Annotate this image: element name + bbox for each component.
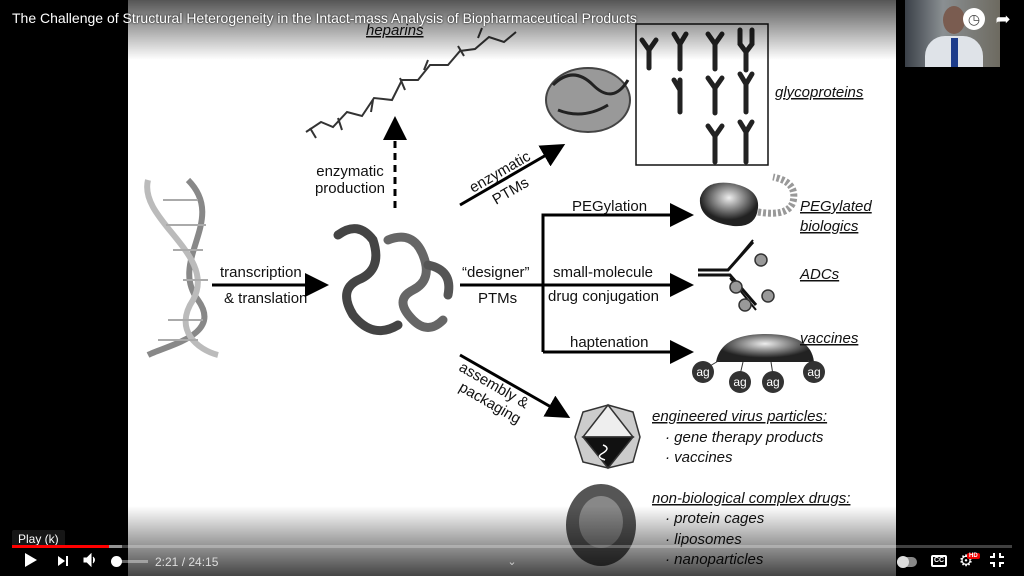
autoplay-toggle[interactable] [897, 556, 917, 568]
heparin-molecule-image [305, 27, 517, 139]
pegylated-protein-image [699, 173, 798, 227]
nanoparticles-item: · nanoparticles [665, 551, 764, 568]
designer-label: “designer” [462, 264, 530, 281]
antigen-label: ag [733, 375, 746, 389]
next-icon [58, 556, 68, 566]
antigen-label: ag [696, 365, 709, 379]
volume-slider-handle[interactable] [111, 556, 122, 567]
nanoparticle-image [566, 484, 636, 566]
adcs-label: ADCs [799, 266, 840, 283]
webcam-overlay [905, 0, 1000, 67]
presentation-slide: heparins enzymatic production glycoprote… [128, 0, 896, 576]
glycoproteins-label: glycoproteins [775, 84, 864, 101]
virus-particle-image [574, 403, 641, 470]
dna-helix-image [144, 177, 219, 358]
captions-button[interactable]: CC [931, 555, 947, 567]
complex-drugs-title: non-biological complex drugs: [652, 490, 850, 507]
enzymatic-production-label: enzymatic [316, 163, 384, 180]
played-bar [12, 545, 109, 548]
watch-later-clock-icon[interactable]: ◷ [963, 8, 985, 30]
assembly-arrow [459, 353, 571, 418]
virus-particles-title: engineered virus particles: [652, 408, 827, 425]
small-molecule-label: small-molecule [553, 264, 653, 281]
play-button[interactable] [22, 552, 40, 572]
time-display: 2:21 / 24:15 [155, 555, 219, 569]
vaccines-label: vaccines [800, 330, 859, 347]
play-tooltip: Play (k) [12, 530, 65, 548]
volume-slider[interactable] [116, 560, 148, 563]
adc-antibody-image [698, 239, 775, 312]
transcription-label: transcription [220, 264, 302, 281]
slide-diagram: heparins enzymatic production glycoprote… [144, 22, 872, 568]
protein-ribbon-image [333, 224, 454, 336]
share-arrow-icon[interactable]: ➦ [995, 9, 1011, 29]
antigen-label: ag [807, 365, 820, 379]
play-icon [25, 553, 37, 567]
gene-therapy-item: · gene therapy products [665, 429, 824, 446]
exit-fullscreen-icon [990, 553, 1004, 567]
drug-conjugation-label: drug conjugation [548, 288, 659, 305]
exit-fullscreen-button[interactable] [988, 552, 1006, 572]
enzymatic-ptms-arrow [459, 143, 566, 207]
vaccine-carrier-image: ag ag ag ag [692, 334, 825, 393]
designer-arrows [460, 203, 694, 364]
antigen-label: ag [766, 375, 779, 389]
mute-button[interactable] [82, 552, 98, 572]
glycoprotein-structure-image [545, 67, 631, 133]
designer-ptms-label: PTMs [478, 290, 517, 307]
translation-label: & translation [224, 290, 307, 307]
video-title[interactable]: The Challenge of Structural Heterogeneit… [12, 10, 637, 26]
progress-bar[interactable] [12, 545, 1012, 548]
next-button[interactable] [55, 552, 71, 572]
haptenation-label: haptenation [570, 334, 648, 351]
hd-badge: HD [967, 553, 980, 559]
pegylated-label: PEGylated [800, 198, 872, 215]
protein-cages-item: · protein cages [665, 510, 765, 527]
chevron-down-icon[interactable]: ⌄ [507, 556, 517, 568]
vaccines-item: · vaccines [665, 449, 733, 466]
pegylation-label: PEGylation [572, 198, 647, 215]
volume-icon [83, 552, 95, 568]
enzymatic-production-label-2: production [315, 180, 385, 197]
biologics-label: biologics [800, 218, 859, 235]
glycan-icons [639, 27, 755, 165]
